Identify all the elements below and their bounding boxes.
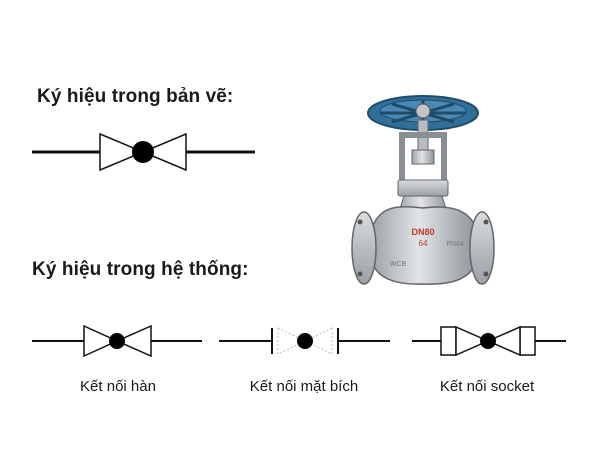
body-marking-side: PN64 — [446, 241, 464, 248]
drawing-symbol-heading: Ký hiệu trong bản vẽ: — [37, 86, 234, 107]
gland-nut — [411, 149, 435, 165]
globe-valve-photo: DN80 64 WCB PN64 — [351, 95, 495, 285]
socket-left — [440, 326, 457, 356]
valve-triangle-right — [141, 132, 187, 172]
body-marking-pressure: 64 — [419, 239, 428, 248]
caption-flanged: Kết nối mặt bích — [249, 378, 359, 395]
socket-right — [519, 326, 536, 356]
flange-left — [351, 211, 377, 285]
handwheel-hub — [415, 103, 431, 119]
valve-triangle-left — [99, 132, 145, 172]
valve-triangle-left — [83, 324, 119, 358]
welded-connection-symbol — [32, 324, 202, 358]
valve-triangle-right — [115, 324, 152, 358]
flanged-connection-symbol — [219, 327, 390, 355]
caption-welded: Kết nối hàn — [80, 378, 156, 395]
valve-triangle-right — [303, 327, 333, 355]
valve-ball — [109, 333, 125, 349]
valve-triangle-right — [486, 325, 521, 357]
valve-ball — [480, 333, 496, 349]
body-marking-size: DN80 — [411, 227, 434, 237]
bonnet-flange — [397, 179, 449, 197]
valve-triangle-left — [277, 327, 307, 355]
caption-socket: Kết nối socket — [439, 378, 535, 395]
drawing-valve-symbol — [32, 132, 255, 172]
body-marking-material: WCB — [390, 261, 407, 268]
system-symbol-heading: Ký hiệu trong hệ thống: — [32, 259, 249, 280]
valve-triangle-left — [455, 325, 490, 357]
valve-ball — [297, 333, 313, 349]
socket-connection-symbol — [412, 325, 566, 357]
flange-right — [469, 211, 495, 285]
valve-ball — [132, 141, 154, 163]
